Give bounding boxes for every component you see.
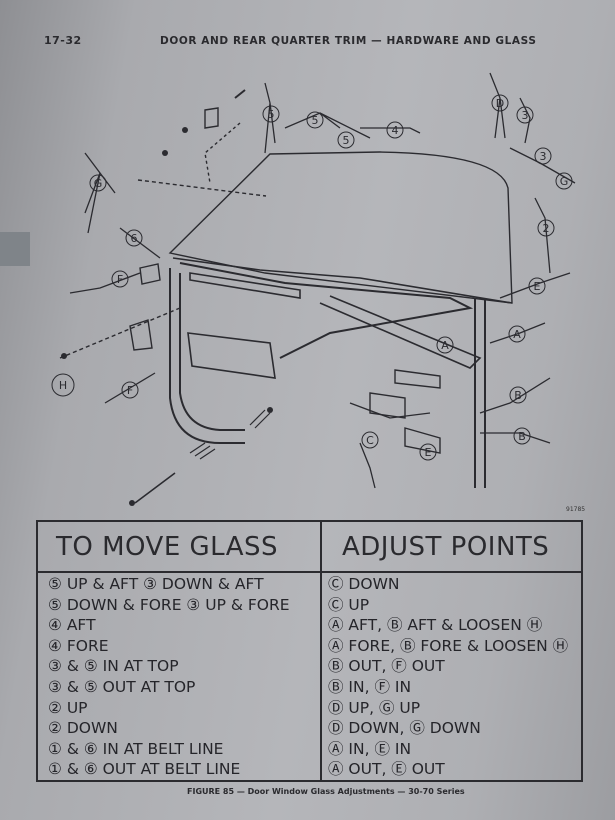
to-move-glass-header: TO MOVE GLASS [56,532,279,562]
adjust-row: Ⓐ OUT, Ⓔ OUT [328,760,445,779]
svg-text:G: G [560,175,569,188]
move-row: ⑤ DOWN & FORE ③ UP & FORE [48,595,290,614]
move-row: ② UP [48,698,88,717]
page-header-title: DOOR AND REAR QUARTER TRIM — HARDWARE AN… [160,35,537,47]
svg-text:A: A [513,328,521,341]
page-number: 17-32 [44,34,82,47]
adjust-row: Ⓑ IN, Ⓕ IN [328,677,412,696]
adjust-points-header: ADJUST POINTS [342,532,550,562]
adjust-row: Ⓐ FORE, Ⓑ FORE & LOOSEN Ⓗ [328,636,569,655]
svg-text:6: 6 [131,232,138,245]
rear-run-channel [474,298,486,488]
figure-code: 91785 [566,506,586,513]
move-row: ⑤ UP & AFT ③ DOWN & AFT [48,575,264,593]
move-row: ③ & ⑤ IN AT TOP [48,657,179,676]
move-row: ③ & ⑤ OUT AT TOP [48,677,196,696]
adjustment-table: TO MOVE GLASS ADJUST POINTS ⑤ UP & AFT ③… [36,520,583,782]
to-move-glass-column: ⑤ UP & AFT ③ DOWN & AFT ⑤ DOWN & FORE ③ … [48,574,290,780]
move-row: ① & ⑥ IN AT BELT LINE [48,739,224,758]
adjust-row: Ⓑ OUT, Ⓕ OUT [328,657,445,676]
move-row: ① & ⑥ OUT AT BELT LINE [48,760,241,779]
svg-text:E: E [534,280,541,293]
adjust-row: Ⓒ UP [328,595,370,614]
svg-text:5: 5 [343,134,350,147]
adjust-row: Ⓓ DOWN, Ⓖ DOWN [328,719,481,738]
svg-text:5: 5 [268,108,275,121]
regulator-arm [179,262,474,359]
svg-text:D: D [496,97,504,110]
adjust-row: Ⓒ DOWN [328,575,400,593]
svg-text:B: B [518,430,526,443]
figure-caption: FIGURE 85 — Door Window Glass Adjustment… [187,787,465,796]
column-divider [320,522,322,780]
svg-text:A: A [441,339,449,352]
svg-text:E: E [425,446,432,459]
adjust-points-column: Ⓒ DOWN Ⓒ UP Ⓐ AFT, Ⓑ AFT & LOOSEN Ⓗ Ⓐ FO… [328,574,568,780]
svg-text:5: 5 [312,114,319,127]
svg-text:3: 3 [540,150,547,163]
svg-text:G: G [94,177,103,190]
header-rule [38,571,581,573]
door-glass-diagram: G 6 5 5 5 4 D 3 3 G 2 F E A A F B C B H … [51,72,576,506]
svg-text:H: H [59,379,67,392]
svg-text:C: C [366,434,374,447]
page-tab-marker [0,232,30,266]
svg-text:3: 3 [522,109,529,122]
svg-text:F: F [117,273,123,286]
move-row: ④ FORE [48,636,109,655]
adjust-row: Ⓓ UP, Ⓖ UP [328,698,421,717]
svg-text:F: F [127,384,133,397]
window-glass-outline [168,151,513,304]
svg-text:4: 4 [392,124,399,137]
svg-text:B: B [514,389,522,402]
adjust-row: Ⓐ AFT, Ⓑ AFT & LOOSEN Ⓗ [328,616,543,635]
move-row: ② DOWN [48,719,118,738]
adjust-row: Ⓐ IN, Ⓔ IN [328,739,412,758]
svg-text:2: 2 [543,222,550,235]
glass-belt-edge [172,257,513,304]
move-row: ④ AFT [48,616,96,635]
lower-channel [169,268,245,444]
